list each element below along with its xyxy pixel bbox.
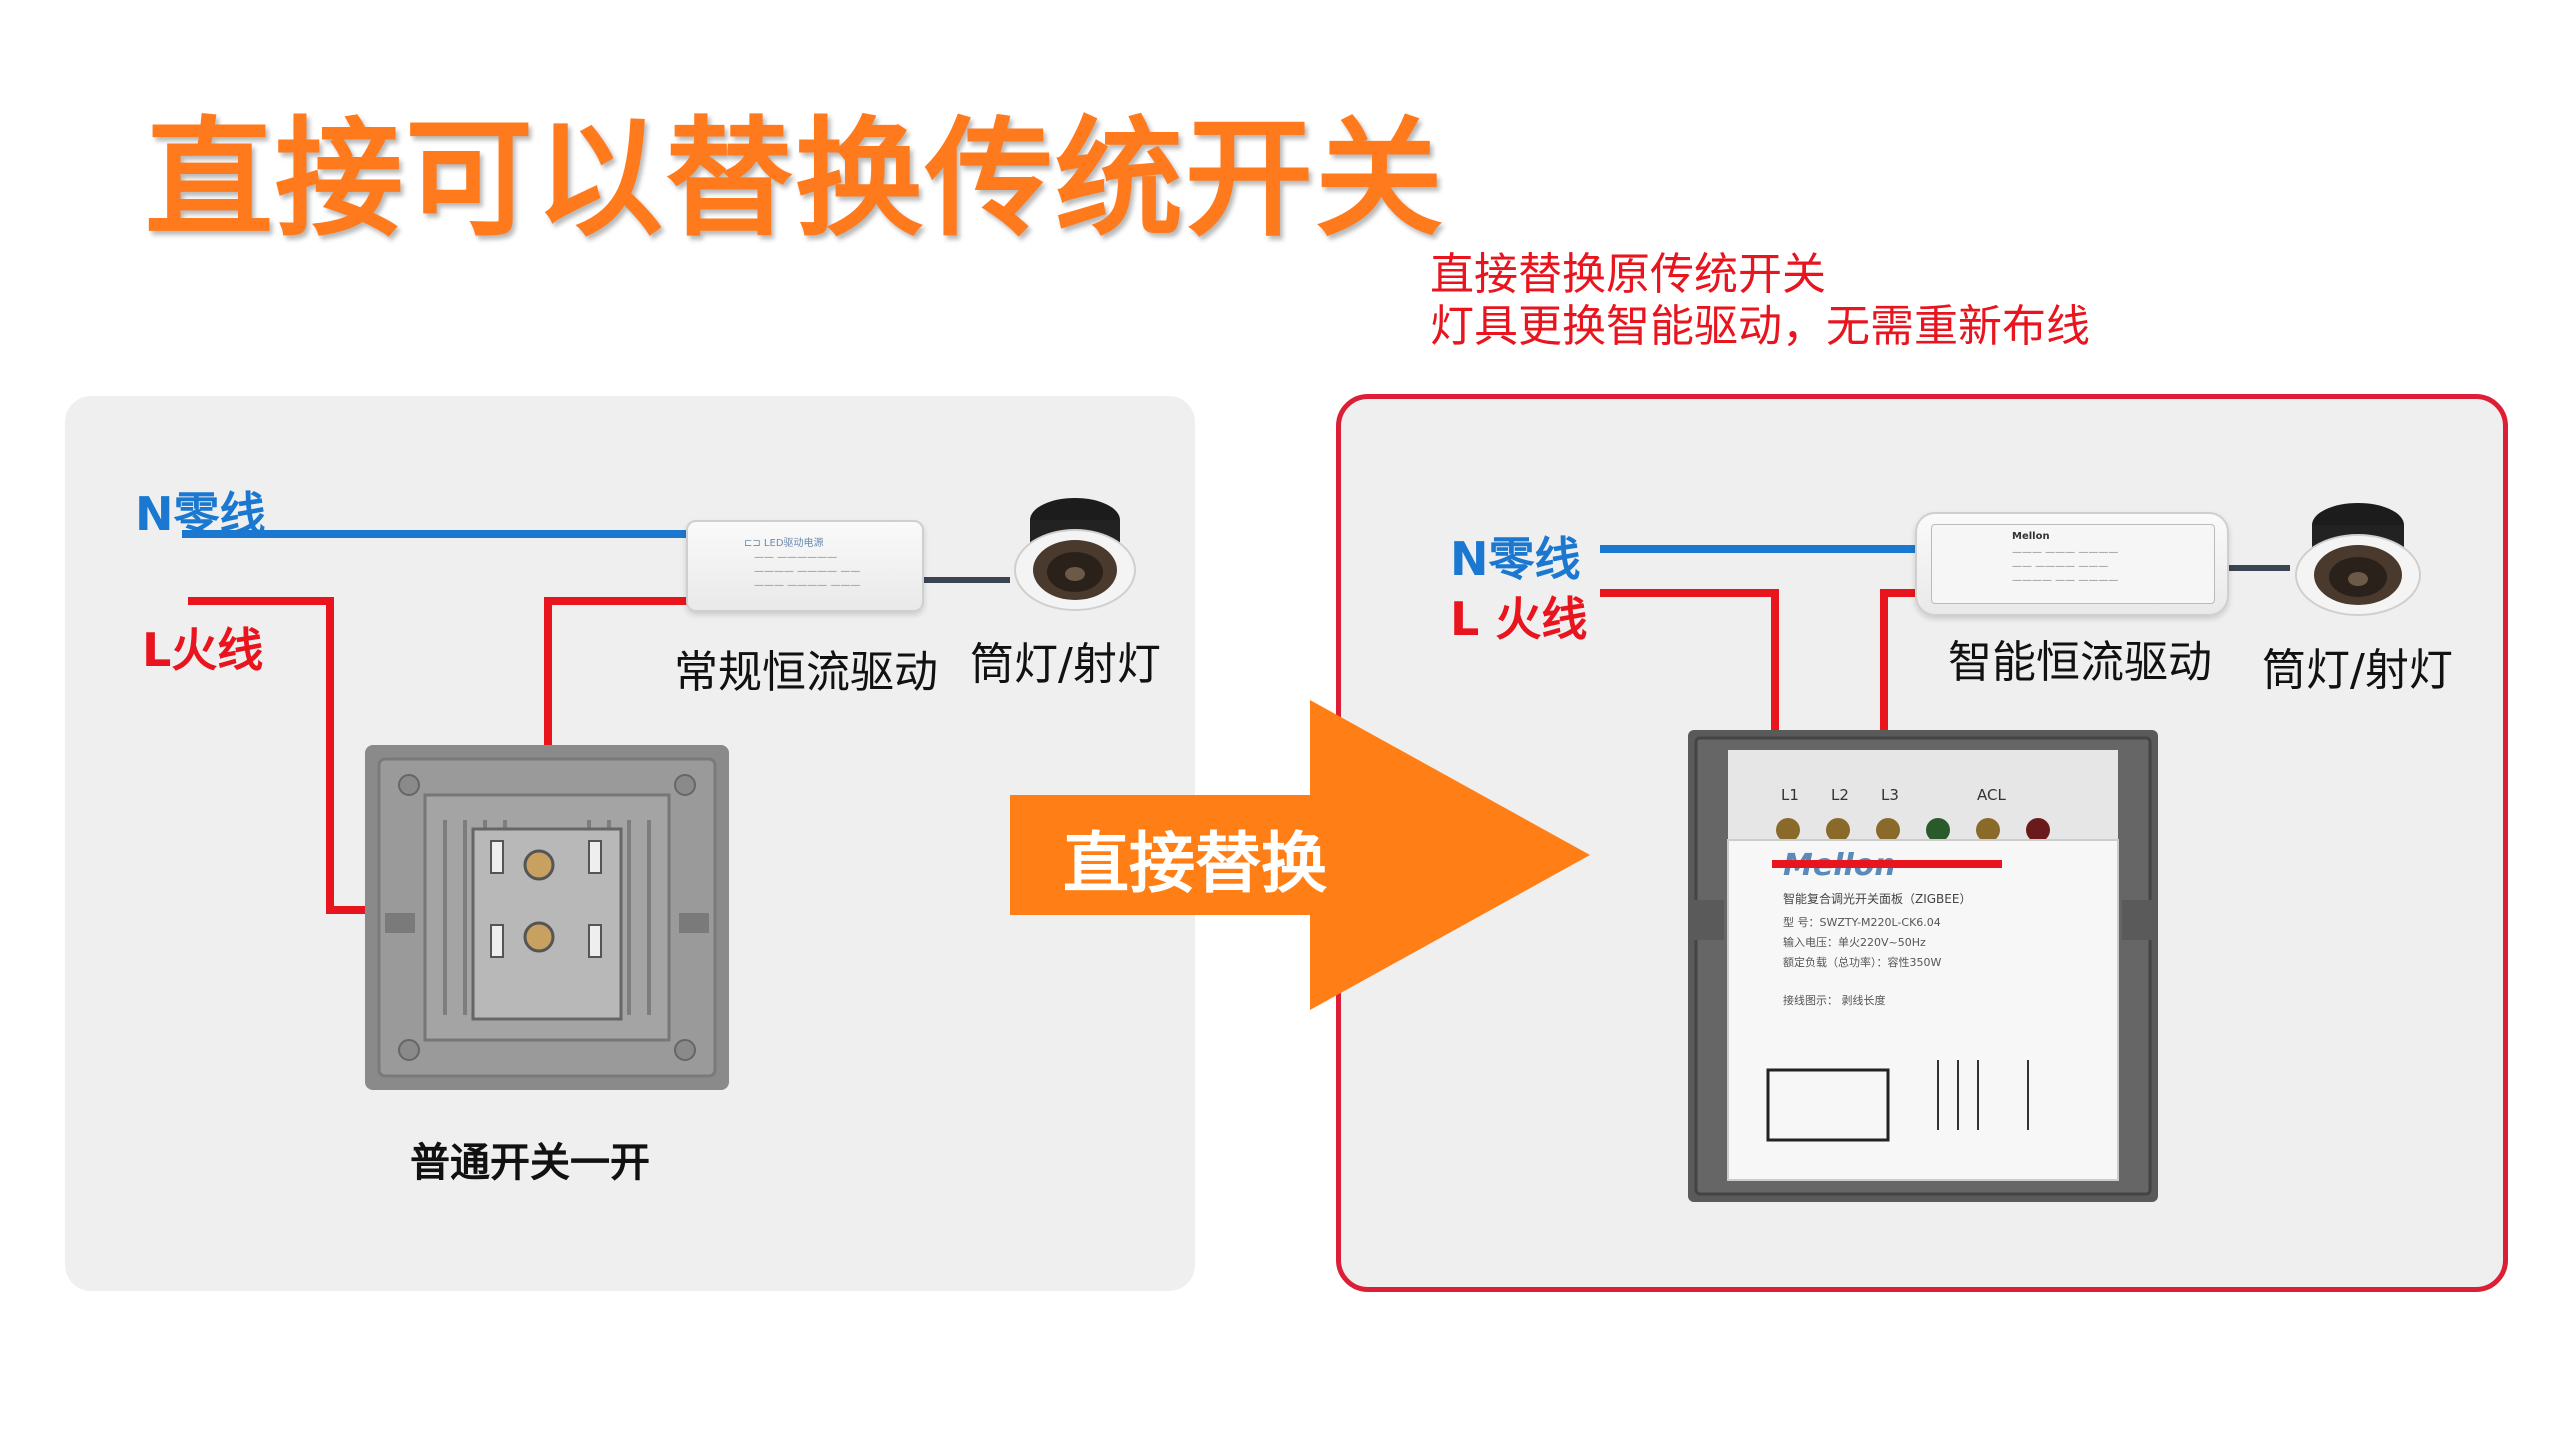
right-live-bridge <box>1772 860 2002 868</box>
note-line-2: 灯具更换智能驱动，无需重新布线 <box>1430 301 2090 352</box>
left-switch-label: 普通开关一开 <box>410 1140 650 1186</box>
smart-switch-icon: L1 L2 L3 ACL Mellon 智能复合调光开关面板（ZIGBEE） 型… <box>1688 730 2158 1202</box>
switch-spec-4: 额定负载（总功率）：容性350W <box>1783 956 1942 969</box>
right-live-label: L 火线 <box>1450 592 1588 646</box>
wall-switch-icon <box>365 745 729 1090</box>
switch-spec-1: 智能复合调光开关面板（ZIGBEE） <box>1783 892 1972 906</box>
right-driver-label: 智能恒流驱动 <box>1948 637 2212 688</box>
right-neutral-label: N零线 <box>1450 532 1581 586</box>
terminal-l1: L1 <box>1781 786 1799 804</box>
replace-arrow-label: 直接替换 <box>1063 825 1327 902</box>
right-lamp-label: 筒灯/射灯 <box>2262 645 2453 696</box>
switch-spec-5: 接线图示： 剥线长度 <box>1783 994 1886 1007</box>
terminal-acl: ACL <box>1977 786 2006 804</box>
terminal-l2: L2 <box>1831 786 1849 804</box>
left-live-label: L火线 <box>142 623 264 677</box>
left-neutral-label: N零线 <box>135 487 266 541</box>
switch-spec-2: 型 号：SWZTY-M220L-CK6.04 <box>1783 916 1941 929</box>
led-driver-icon: ⊏⊐ LED驱动电源 —— —————— ———— ———— —— ——— ——… <box>686 520 924 612</box>
terminal-l3: L3 <box>1881 786 1899 804</box>
left-driver-label: 常规恒流驱动 <box>674 647 938 698</box>
note-line-1: 直接替换原传统开关 <box>1430 249 1826 300</box>
right-arrow-icon <box>1010 700 1590 1010</box>
page-title: 直接可以替换传统开关 <box>145 105 1446 254</box>
switch-spec-3: 输入电压：单火220V~50Hz <box>1783 936 1926 949</box>
smart-downlight-icon <box>2290 495 2425 620</box>
smart-driver-icon: Mellon ——— ——— ———— —— ———— ——— ———— —— … <box>1915 512 2229 616</box>
left-lamp-label: 筒灯/射灯 <box>970 639 1161 690</box>
downlight-icon <box>1010 490 1140 615</box>
